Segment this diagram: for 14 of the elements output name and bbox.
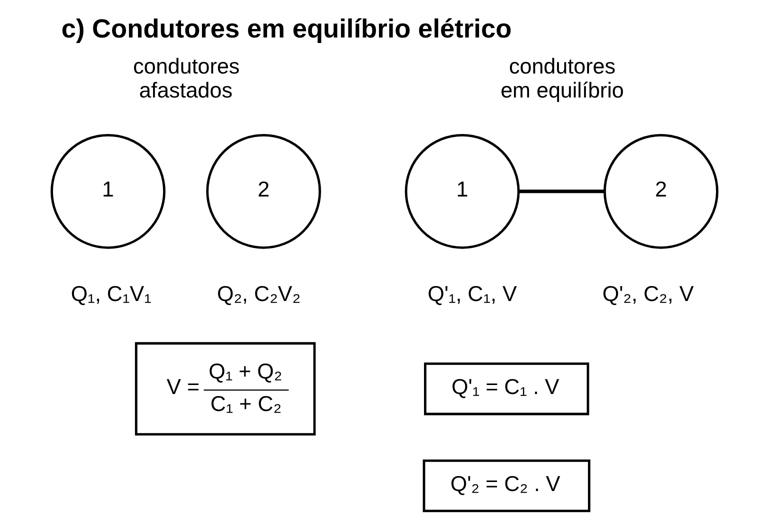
diagram-title: c) Condutores em equilíbrio elétrico [60,14,512,44]
node-circle: 2 [206,134,321,249]
label: condutores em equilíbrio [500,54,624,102]
node-label: Q'₁, C₁, V [427,282,516,306]
node-label: Q₁, C₁V₁ [70,282,151,306]
node-box: Q'₂ = C₂ . V [422,459,590,512]
label: condutores afastados [132,54,240,102]
node-circle: 1 [404,134,520,249]
node-circle: 1 [50,134,165,249]
node-label: Q₂, C₂V₂ [216,282,300,306]
node-circle: 2 [603,134,718,249]
connector [518,190,604,194]
node-label: Q'₂, C₂, V [602,282,694,306]
node-box: Q'₁ = C₁ . V [424,362,589,416]
